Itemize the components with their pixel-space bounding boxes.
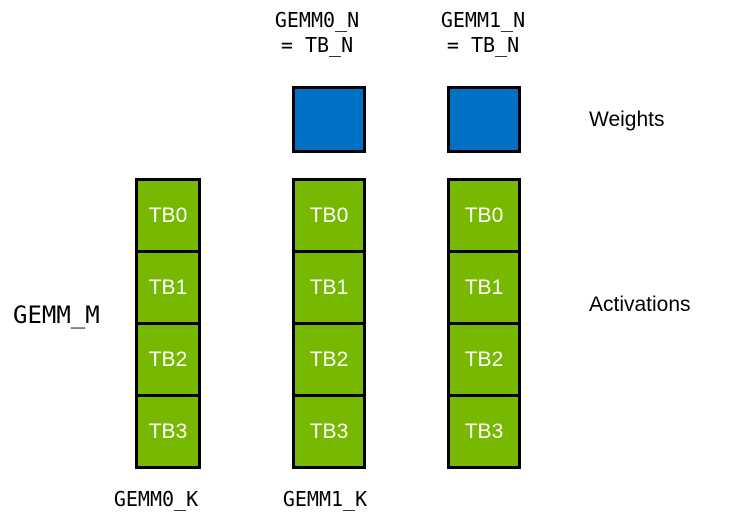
tb-cell: TB1 — [450, 253, 518, 325]
activation-column-gemm1: TB0 TB1 TB2 TB3 — [447, 178, 521, 469]
gemm0-n-label: GEMM0_N = TB_N — [242, 8, 392, 58]
tb-cell: TB2 — [138, 325, 198, 397]
gemm0-n-label-line2: = TB_N — [280, 33, 354, 57]
tb-cell: TB3 — [464, 419, 504, 443]
gemm1-n-label-line2: = TB_N — [446, 33, 520, 57]
gemm1-n-label: GEMM1_N = TB_N — [408, 8, 558, 58]
tb-cell: TB1 — [138, 253, 198, 325]
gemm1-k-label: GEMM1_K — [282, 487, 368, 511]
tb-cell: TB0 — [295, 181, 363, 253]
tb-cell: TB0 — [138, 181, 198, 253]
tb-cell: TB2 — [295, 325, 363, 397]
gemm1-weights-square — [447, 86, 521, 153]
tb-cell: TB1 — [295, 253, 363, 325]
tb-cell: TB3 — [309, 419, 349, 443]
activation-column-left: TB0 TB1 TB2 TB3 — [135, 178, 201, 469]
gemm0-k-label: GEMM0_K — [113, 487, 199, 511]
tb-cell: TB3 — [148, 419, 188, 443]
gemm0-weights-square — [292, 86, 366, 153]
activations-label: Activations — [589, 293, 691, 316]
activation-column-gemm0: TB0 TB1 TB2 TB3 — [292, 178, 366, 469]
tb-cell: TB0 — [450, 181, 518, 253]
gemm0-n-label-line1: GEMM0_N — [274, 8, 360, 32]
gemm1-n-label-line1: GEMM1_N — [440, 8, 526, 32]
tb-cell: TB2 — [450, 325, 518, 397]
weights-label: Weights — [589, 108, 665, 131]
gemm-m-label: GEMM_M — [13, 301, 100, 329]
